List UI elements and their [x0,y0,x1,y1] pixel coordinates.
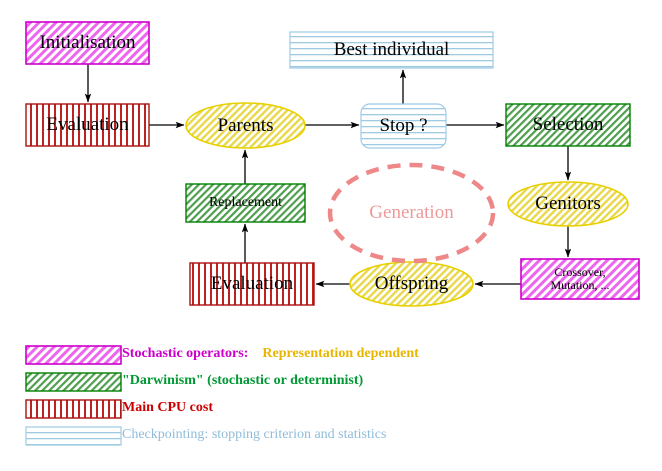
node-shape-selection[interactable] [505,103,631,147]
legend-swatch-stochastic-operators [25,345,122,365]
node-shape-initialisation[interactable] [25,21,150,65]
node-shape-stop[interactable] [360,103,447,149]
node-shape-generation[interactable] [327,162,496,264]
node-shape-parents[interactable] [185,102,306,149]
node-shape-genitors[interactable] [507,181,629,227]
node-shape-evaluation-top[interactable] [25,103,150,147]
legend-swatch-darwinism [25,372,122,392]
node-shape-offspring[interactable] [349,261,474,307]
edges-group [84,64,572,288]
legend-label-checkpointing: Checkpointing: stopping criterion and st… [122,427,387,443]
node-shape-evaluation-bot[interactable] [189,262,315,306]
legend-label-stochastic-operators: Stochastic operators: [122,346,249,362]
legend-swatch-checkpointing [25,426,122,446]
legend-swatch-main-cpu-cost [25,399,122,419]
nodes-group [25,21,640,307]
node-shape-crossover[interactable] [520,258,640,300]
legend-label-main-cpu-cost: Main CPU cost [122,400,213,416]
node-shape-replacement[interactable] [185,183,306,223]
legend-label-stochastic-operators-2: Representation dependent [262,346,419,362]
legend-label-darwinism: "Darwinism" (stochastic or determinist) [122,373,364,389]
node-shape-best-individual[interactable] [289,31,494,69]
legend-swatch-group [25,345,122,446]
